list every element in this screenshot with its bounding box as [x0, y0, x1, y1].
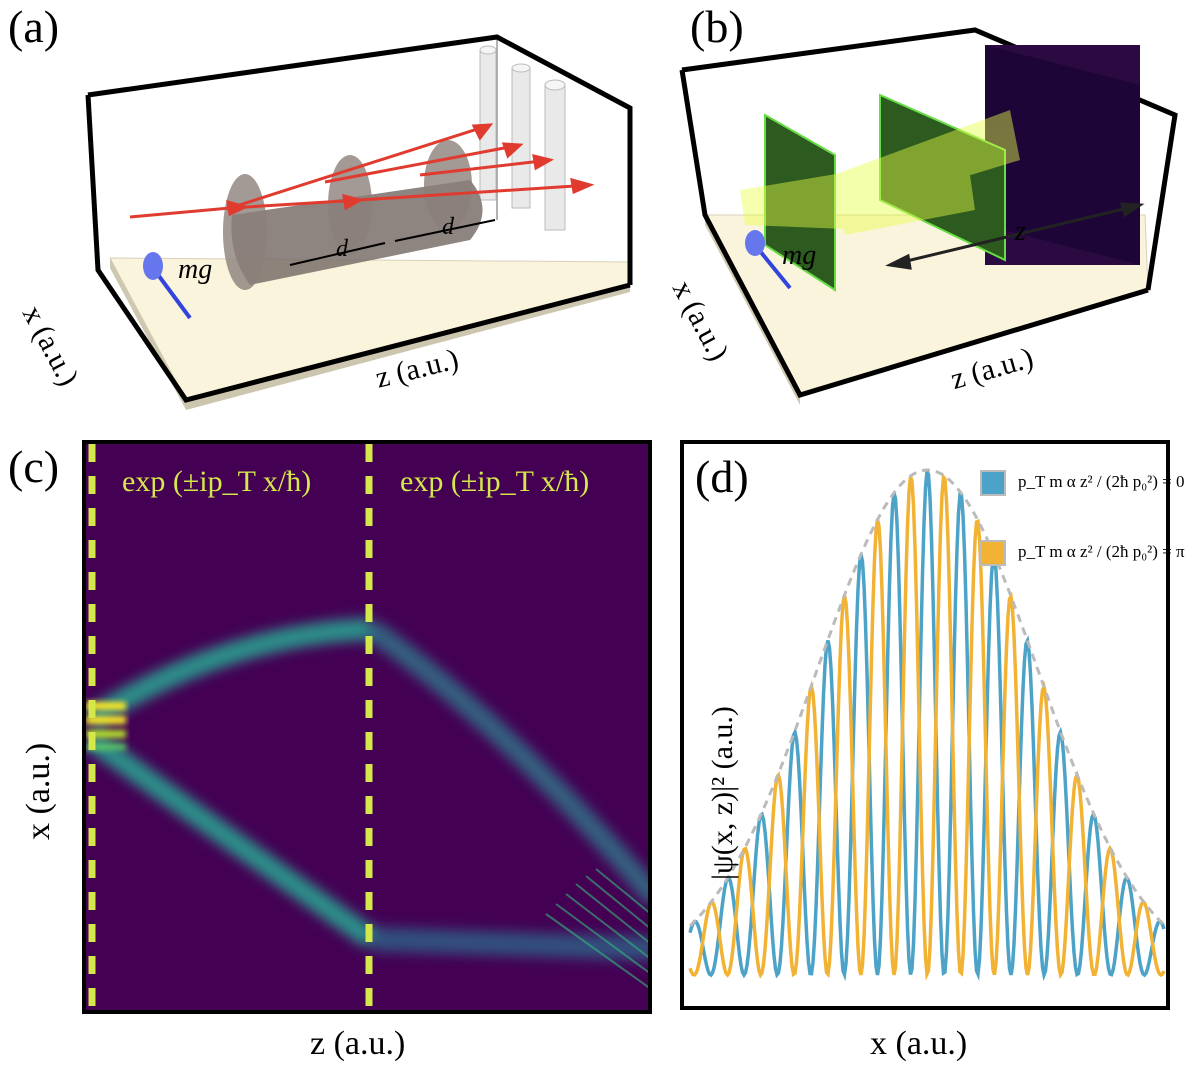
envelope-curve [688, 468, 1166, 927]
heatmap-beams [86, 618, 648, 961]
panel-c-z-axis-label: z (a.u.) [310, 1025, 406, 1062]
panel-b-z-label: z [1015, 216, 1026, 247]
heatmap-source-fringes [86, 702, 126, 750]
panel-d-y-axis-label: |ψ(x, z)|² (a.u.) [706, 706, 739, 880]
panel-a-label: (a) [8, 1, 60, 52]
grating-label-1: exp (±ip_T x/ħ) [122, 465, 312, 498]
z-axis-arrow [885, 202, 1145, 270]
panel-a-mg-label: mg [178, 254, 213, 285]
heatmap-canvas [86, 444, 648, 1010]
grating-label-2: exp (±ip_T x/ħ) [400, 465, 590, 498]
legend-swatch-blue [980, 470, 1006, 496]
red-ray-arrows [129, 123, 595, 219]
panel-c-label: (c) [8, 441, 60, 492]
series-curve-1 [688, 472, 1166, 981]
legend-swatch-orange [980, 540, 1006, 566]
yellow-beams [740, 110, 1020, 235]
panel-d-label: (d) [695, 451, 749, 502]
panel-b-mg-label: mg [782, 240, 817, 271]
panel-c-heatmap [82, 440, 652, 1014]
green-gratings [764, 93, 1006, 292]
gravity-arrow-a [143, 252, 192, 320]
spacing-arrows [289, 219, 496, 266]
panel-a-d-label-2: d [442, 214, 454, 240]
gravity-arrow-b [745, 230, 792, 290]
panel-b-label: (b) [690, 1, 744, 52]
panel-d-x-axis-label: x (a.u.) [870, 1025, 968, 1062]
heatmap-interference-fringes [545, 868, 648, 989]
legend-label-orange: p_T m α z² / (2ħ p₀²) = π [1018, 542, 1185, 561]
panel-a-d-label-1: d [336, 236, 348, 262]
legend-label-blue: p_T m α z² / (2ħ p₀²) = 0 [1018, 472, 1185, 491]
detector-cylinders [479, 45, 566, 231]
